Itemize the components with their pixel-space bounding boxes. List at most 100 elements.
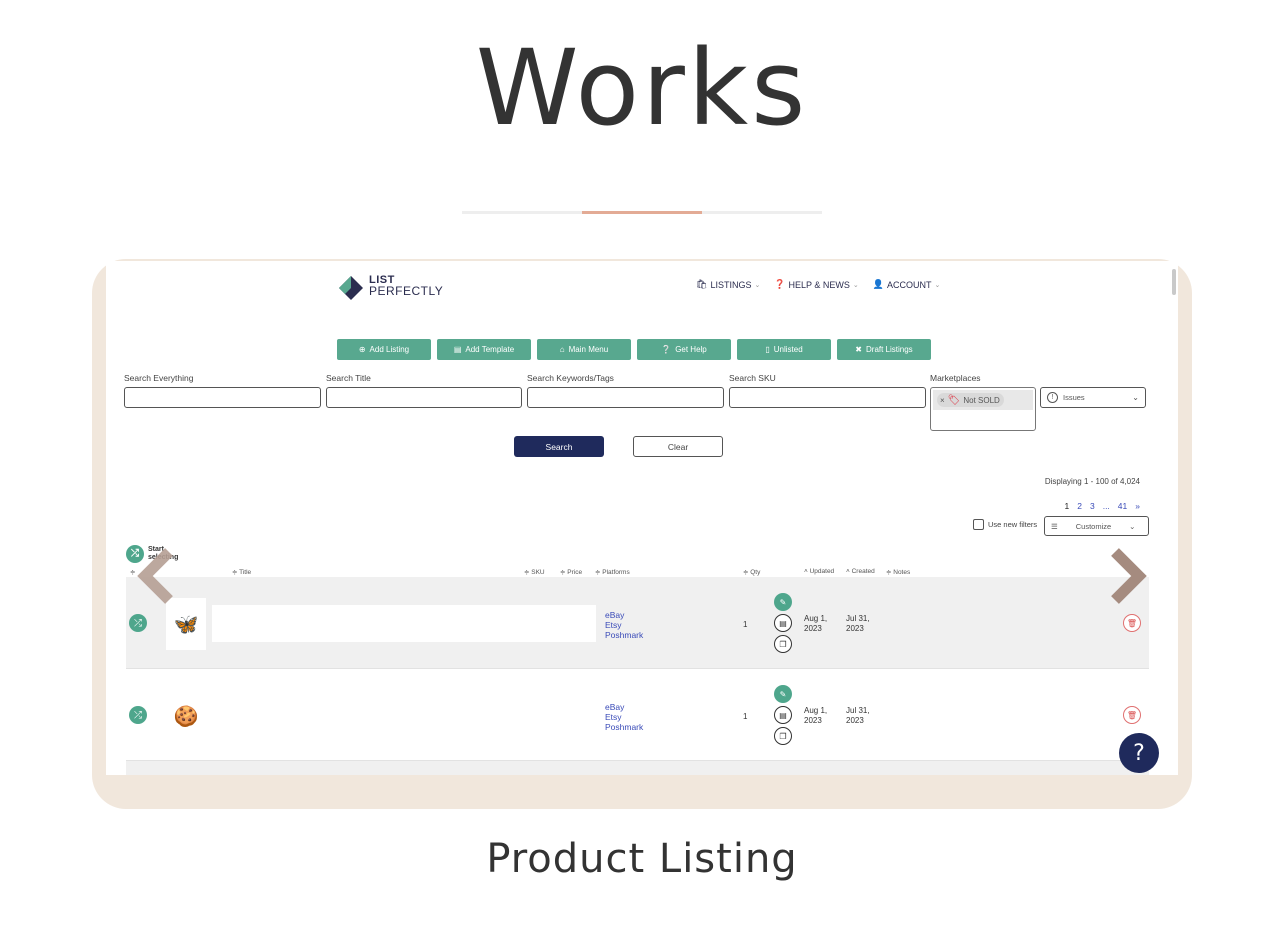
unlisted-button[interactable]: ▯Unlisted bbox=[737, 339, 831, 360]
use-new-filters[interactable]: Use new filters bbox=[973, 519, 1037, 530]
logo-line1: LIST bbox=[369, 274, 395, 286]
info-icon: ! bbox=[1047, 392, 1058, 403]
page-ellipsis: ... bbox=[1102, 501, 1110, 511]
created-cell: Jul 31,2023 bbox=[846, 706, 870, 726]
chevron-down-icon: ⌄ bbox=[934, 281, 941, 289]
help-fab-button[interactable]: ? bbox=[1119, 733, 1159, 773]
nav-listings[interactable]: 🛍LISTINGS⌄ bbox=[696, 279, 760, 290]
nav-account[interactable]: 👤ACCOUNT⌄ bbox=[873, 279, 941, 290]
search-button[interactable]: Search bbox=[514, 436, 604, 457]
title-cell[interactable] bbox=[212, 605, 596, 642]
clear-button[interactable]: Clear bbox=[633, 436, 723, 457]
table-row[interactable]: ⤮ 🦋 eBay Etsy Poshmark 1 ✎ ▤ ❐ Aug 1,202… bbox=[126, 577, 1149, 669]
add-template-button[interactable]: ▤Add Template bbox=[437, 339, 531, 360]
customize-select[interactable]: ☰ Customize ⌄ bbox=[1044, 516, 1149, 536]
list-perfectly-logo[interactable]: LIST PERFECTLY bbox=[338, 273, 458, 303]
add-listing-button[interactable]: ⊕Add Listing bbox=[337, 339, 431, 360]
search-keywords-input[interactable] bbox=[527, 387, 724, 408]
updated-header[interactable]: ˄ Updated bbox=[804, 568, 835, 575]
platforms-header[interactable]: ≑ Platforms bbox=[595, 569, 630, 576]
marketplace-chip-label: Not SOLD bbox=[963, 395, 1000, 405]
updated-year: 2023 bbox=[804, 624, 822, 633]
carousel-next-arrow[interactable] bbox=[1107, 548, 1147, 604]
use-new-filters-checkbox[interactable] bbox=[973, 519, 984, 530]
created-header[interactable]: ˄ Created bbox=[846, 568, 875, 575]
copy-icon[interactable]: ❐ bbox=[774, 727, 792, 745]
trash-icon[interactable]: 🗑 bbox=[1123, 614, 1141, 632]
customize-label: Customize bbox=[1075, 521, 1112, 531]
main-menu-label: Main Menu bbox=[568, 345, 609, 354]
use-new-filters-label: Use new filters bbox=[988, 520, 1038, 529]
product-thumbnail[interactable]: 🦋 bbox=[166, 598, 206, 650]
shuffle-icon[interactable]: ⤮ bbox=[129, 706, 147, 724]
table-row[interactable]: ⤮ 🍪 eBay Etsy Poshmark 1 ✎ ▤ ❐ Aug 1,202… bbox=[126, 669, 1149, 761]
page-link[interactable]: 1 bbox=[1064, 501, 1070, 511]
product-thumbnail[interactable]: 🍪 bbox=[166, 690, 206, 742]
title-header[interactable]: ≑ Title bbox=[232, 569, 252, 576]
search-sku-label: Search SKU bbox=[729, 373, 776, 383]
created-cell: Jul 31,2023 bbox=[846, 614, 870, 634]
platform-link[interactable]: Poshmark bbox=[605, 630, 644, 640]
plus-circle-icon: ⊕ bbox=[358, 345, 366, 354]
page-link[interactable]: 2 bbox=[1077, 501, 1082, 511]
platform-link[interactable]: Etsy bbox=[605, 620, 622, 630]
page-title: Works bbox=[475, 27, 809, 149]
pagination: 1 2 3 ... 41 » bbox=[1065, 501, 1141, 511]
tag-icon: 🏷 bbox=[947, 394, 961, 406]
title-divider bbox=[462, 211, 822, 214]
platform-link[interactable]: Etsy bbox=[605, 712, 622, 722]
trash-icon[interactable]: 🗑 bbox=[1123, 706, 1141, 724]
price-header[interactable]: ≑ Price bbox=[560, 569, 583, 576]
search-keywords-label: Search Keywords/Tags bbox=[527, 373, 614, 383]
marketplaces-label: Marketplaces bbox=[930, 373, 981, 383]
app-screenshot: LIST PERFECTLY 🛍LISTINGS⌄ ❓HELP & NEWS⌄ … bbox=[106, 261, 1178, 775]
scrollbar-thumb[interactable] bbox=[1172, 269, 1176, 295]
search-sku-input[interactable] bbox=[729, 387, 926, 408]
home-icon: ⌂ bbox=[559, 345, 565, 354]
get-help-button[interactable]: ❔Get Help bbox=[637, 339, 731, 360]
search-everything-input[interactable] bbox=[124, 387, 321, 408]
page-link[interactable]: 3 bbox=[1089, 501, 1095, 511]
action-button-row: ⊕Add Listing ▤Add Template ⌂Main Menu ❔G… bbox=[337, 339, 931, 360]
created-date: Jul 31, bbox=[846, 614, 870, 623]
user-icon: 👤 bbox=[872, 279, 884, 289]
created-date: Jul 31, bbox=[846, 706, 870, 715]
bag-icon: 🛍 bbox=[696, 279, 708, 289]
page-link[interactable]: 41 bbox=[1117, 501, 1128, 511]
template-icon[interactable]: ▤ bbox=[774, 614, 792, 632]
platform-link[interactable]: eBay bbox=[605, 702, 625, 712]
remove-chip-icon[interactable]: × bbox=[940, 395, 945, 405]
main-menu-button[interactable]: ⌂Main Menu bbox=[537, 339, 631, 360]
question-circle-icon: ❓ bbox=[774, 279, 786, 289]
shuffle-icon[interactable]: ⤮ bbox=[126, 545, 144, 563]
row-actions: ✎ ▤ ❐ bbox=[774, 593, 792, 653]
edit-icon[interactable]: ✎ bbox=[774, 685, 792, 703]
platform-link[interactable]: eBay bbox=[605, 610, 625, 620]
edit-icon[interactable]: ✎ bbox=[774, 593, 792, 611]
draft-listings-button[interactable]: ✖Draft Listings bbox=[837, 339, 931, 360]
issues-select[interactable]: ! Issues ⌄ bbox=[1040, 387, 1146, 408]
copy-icon[interactable]: ❐ bbox=[774, 635, 792, 653]
platform-link[interactable]: Poshmark bbox=[605, 722, 644, 732]
add-template-label: Add Template bbox=[465, 345, 515, 354]
search-title-input[interactable] bbox=[326, 387, 522, 408]
sort-header[interactable]: ≑ bbox=[130, 569, 136, 576]
sku-header[interactable]: ≑ SKU bbox=[524, 569, 545, 576]
qty-cell: 1 bbox=[743, 712, 748, 721]
nav-help-news[interactable]: ❓HELP & NEWS⌄ bbox=[774, 279, 858, 290]
butterfly-image: 🦋 bbox=[173, 612, 199, 636]
table-row[interactable] bbox=[126, 761, 1149, 775]
marketplaces-select[interactable]: ×🏷Not SOLD bbox=[930, 387, 1036, 431]
notes-header[interactable]: ≑ Notes bbox=[886, 569, 911, 576]
platforms-cell: eBay Etsy Poshmark bbox=[605, 702, 643, 732]
sliders-icon: ☰ bbox=[1051, 521, 1058, 531]
carousel-prev-arrow[interactable] bbox=[137, 548, 177, 604]
qty-header[interactable]: ≑ Qty bbox=[743, 569, 761, 576]
issues-label: Issues bbox=[1063, 393, 1085, 402]
next-page-link[interactable]: » bbox=[1135, 501, 1140, 511]
unlisted-label: Unlisted bbox=[773, 345, 803, 354]
shuffle-icon[interactable]: ⤮ bbox=[129, 614, 147, 632]
marketplace-chip[interactable]: ×🏷Not SOLD bbox=[937, 393, 1004, 407]
qty-cell: 1 bbox=[743, 620, 748, 629]
template-icon[interactable]: ▤ bbox=[774, 706, 792, 724]
